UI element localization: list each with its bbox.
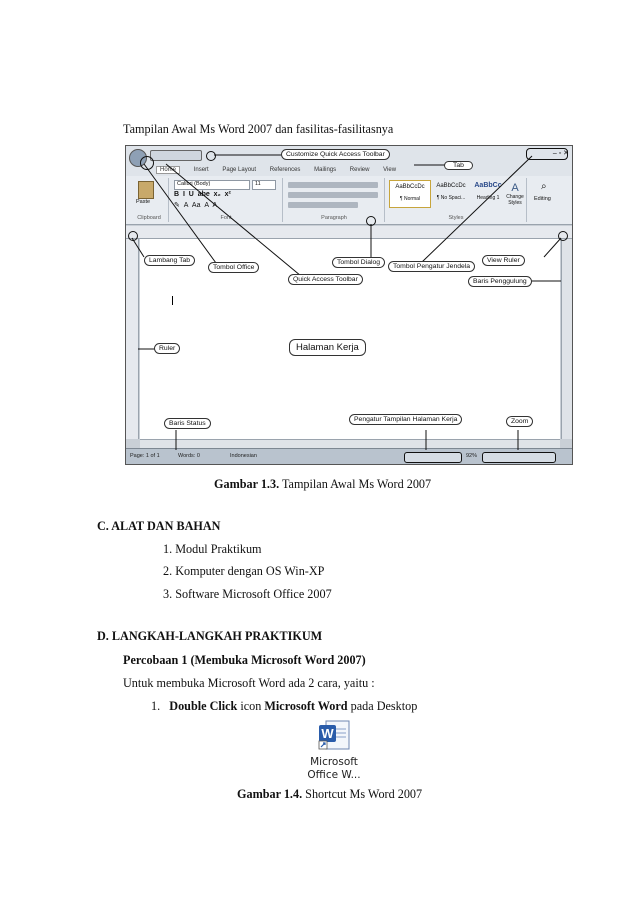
callout-customize-qat: Customize Quick Access Toolbar [281,149,390,160]
step-bold-2: Microsoft Word [264,699,348,713]
shortcut-caption: Gambar 1.4. Shortcut Ms Word 2007 [237,787,422,802]
figure-caption-label: Gambar 1.3. [214,477,280,491]
callout-lines [131,154,562,450]
callout-baris-penggulung: Baris Penggulung [468,276,532,287]
ribbon-tabs: Home Insert Page Layout References Maili… [156,166,408,177]
group-label-clipboard: Clipboard [137,215,161,221]
step-end: pada Desktop [347,699,418,713]
group-label-paragraph: Paragraph [321,215,347,221]
circle-qat [206,151,216,161]
style-normal-name: ¶ Normal [399,196,421,202]
status-words: Words: 0 [178,453,200,459]
svg-text:W: W [321,726,334,741]
tab-home: Home [156,166,181,174]
editing-label: Editing [534,196,551,202]
figure-caption: Gambar 1.3. Tampilan Awal Ms Word 2007 [214,477,431,492]
tab-insert: Insert [193,167,209,173]
font-name-box: Calibri (Body) [174,180,250,190]
section-c-heading: C. ALAT DAN BAHAN [97,519,221,533]
callout-tab: Tab [444,161,473,170]
paste-icon [138,181,154,199]
callout-halaman-kerja: Halaman Kerja [289,339,366,356]
list-item: 2. Komputer dengan OS Win-XP [163,564,325,578]
window-controls: – ▫ ✕ [552,150,569,157]
font-size-box: 11 [252,180,276,190]
paragraph: Untuk membuka Microsoft Word ada 2 cara,… [123,676,375,690]
style-nospace-sample: AaBbCcDc [436,183,466,189]
circle-tabsym [128,231,138,241]
callout-pengatur-tampilan: Pengatur Tampilan Halaman Kerja [349,414,463,425]
callout-pengatur-jendela: Tombol Pengatur Jendela [388,261,476,272]
style-nospace-name: ¶ No Spaci... [436,195,466,201]
callout-quick-access: Quick Access Toolbar [288,274,363,285]
group-editing: ⌕ Editing [528,178,568,222]
step-number: 1. [151,699,161,713]
paste-label: Paste [136,199,151,205]
group-label-styles: Styles [448,215,464,221]
style-normal: AaBbCcDc ¶ Normal [389,180,431,208]
group-paragraph: Paragraph [284,178,385,222]
callout-tombol-office: Tombol Office [208,262,260,273]
callout-zoom: Zoom [506,416,534,427]
intro-text: Tampilan Awal Ms Word 2007 dan fasilitas… [123,122,394,136]
circle-viewruler [558,231,568,241]
horizontal-ruler [126,226,572,239]
callout-view-ruler: View Ruler [482,255,525,266]
zoom-slider [482,452,556,463]
status-page: Page: 1 of 1 [130,453,160,459]
status-zoom: 92% [466,453,478,459]
horizontal-scrollbar [140,439,560,448]
step-1: 1. Double Click icon Microsoft Word pada… [151,699,417,714]
section-d-heading: D. LANGKAH-LANGKAH PRAKTIKUM [97,629,323,643]
word-icon: W [318,720,350,750]
tab-references: References [269,167,301,173]
icon-caption-line-2: Office W... [307,769,361,781]
tab-view: View [383,167,397,173]
circle-office [140,156,154,170]
status-language: Indonesian [230,453,257,459]
status-bar: Page: 1 of 1 Words: 0 Indonesian 92% [126,448,572,464]
figure-caption-text: Tampilan Awal Ms Word 2007 [279,477,432,491]
binoculars-icon: ⌕ [541,181,547,192]
font-color-row: ✎ A Aa A A [174,202,218,209]
text-cursor [172,296,173,305]
style-normal-sample: AaBbCcDc [395,184,425,190]
quick-access-toolbar [150,150,202,161]
callout-lambang-tab: Lambang Tab [144,255,196,266]
step-bold-1: Double Click [169,699,238,713]
icon-caption-line-1: Microsoft [310,756,358,768]
step-mid: icon [237,699,265,713]
list-item: 1. Modul Praktikum [163,542,262,556]
change-styles-label: Change Styles [506,194,524,206]
callout-tombol-dialog: Tombol Dialog [332,257,386,268]
style-heading-sample: AaBbCc [474,182,502,189]
group-label-font: Font [220,215,232,221]
tab-review: Review [349,167,370,173]
shortcut-caption-label: Gambar 1.4. [237,787,303,801]
group-styles: AaBbCcDc ¶ Normal AaBbCcDc ¶ No Spaci... A… [386,178,527,222]
vertical-scrollbar [561,239,572,439]
circle-window [526,148,568,160]
group-clipboard: Paste Clipboard [130,178,169,222]
style-no-spacing: AaBbCcDc ¶ No Spaci... [431,180,471,206]
tab-page-layout: Page Layout [222,167,257,173]
list-item: 3. Software Microsoft Office 2007 [163,587,332,601]
tab-mailings: Mailings [314,167,337,173]
word-2007-screenshot: – ▫ ✕ Home Insert Page Layout References… [125,145,573,465]
shortcut-caption-text: Shortcut Ms Word 2007 [302,787,423,801]
callout-baris-status: Baris Status [164,418,211,429]
callout-ruler: Ruler [154,343,181,354]
percobaan-heading: Percobaan 1 (Membuka Microsoft Word 2007… [123,653,366,667]
vertical-ruler [126,239,139,439]
circle-dialog [366,216,376,226]
view-buttons [404,452,462,463]
